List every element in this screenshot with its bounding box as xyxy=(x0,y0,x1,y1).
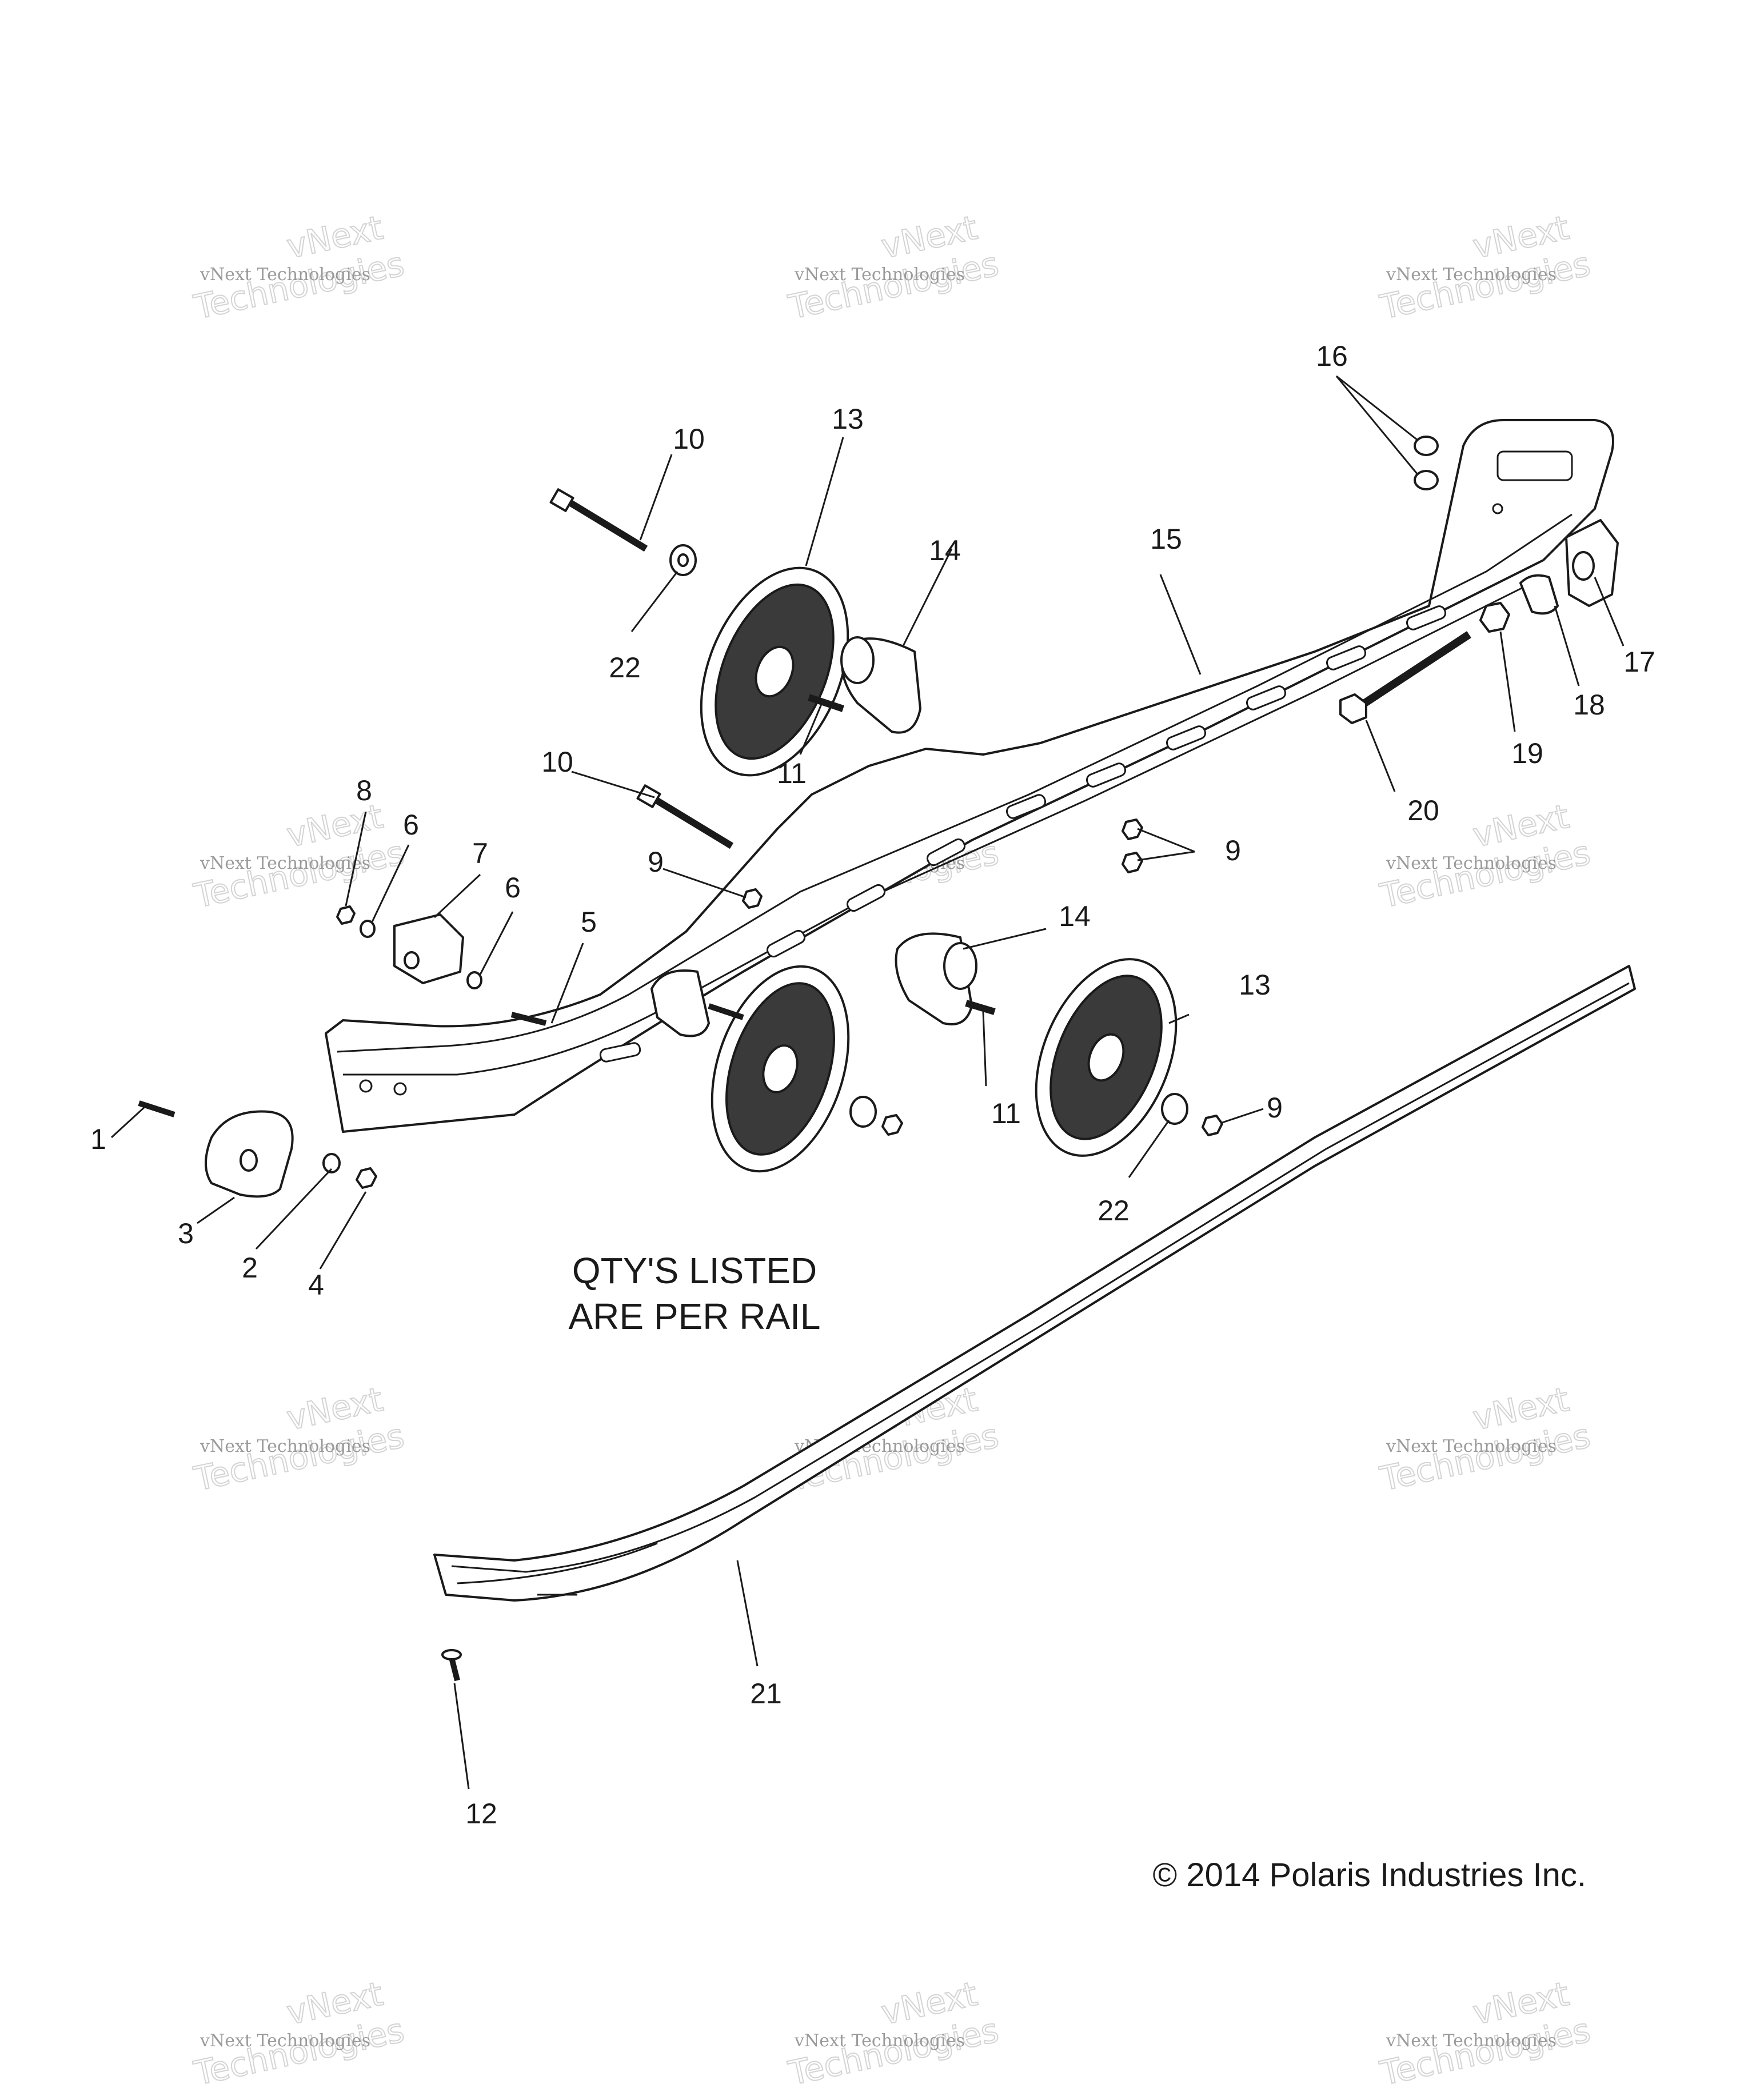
copyright-text: © 2014 Polaris Industries Inc. xyxy=(1153,1857,1586,1894)
callout-9: 9 xyxy=(648,846,664,878)
hardware-parts xyxy=(138,436,1619,1682)
callout-10: 10 xyxy=(541,746,573,778)
callout-22: 22 xyxy=(609,652,641,684)
watermark-text: vNext Technologies xyxy=(1386,1436,1557,1456)
watermark-text: vNext Technologies xyxy=(1386,265,1557,285)
callout-6: 6 xyxy=(403,809,419,841)
callout-13: 13 xyxy=(1239,969,1271,1001)
watermark-text: vNext Technologies xyxy=(199,2031,370,2051)
idler-wheel-lower-left xyxy=(711,965,850,1173)
callout-17: 17 xyxy=(1623,646,1655,678)
callout-7: 7 xyxy=(472,837,488,869)
callout-22: 22 xyxy=(1098,1195,1130,1227)
callout-13: 13 xyxy=(832,403,864,435)
leader-lines xyxy=(110,375,1625,1790)
callout-5: 5 xyxy=(581,906,597,938)
callout-18: 18 xyxy=(1573,689,1605,721)
callout-19: 19 xyxy=(1511,737,1543,769)
callout-9: 9 xyxy=(1225,835,1241,867)
callout-15: 15 xyxy=(1150,523,1182,555)
callout-12: 12 xyxy=(465,1798,497,1830)
qty-note-line-1: QTY'S LISTED xyxy=(572,1250,817,1291)
rail-part-15 xyxy=(325,419,1614,1133)
watermark-text: vNext Technologies xyxy=(794,265,965,285)
idler-wheel-lower-right xyxy=(1035,958,1178,1157)
callout-10: 10 xyxy=(673,423,705,455)
watermark-text: vNext Technologies xyxy=(1386,853,1557,873)
watermark-text: vNext Technologies xyxy=(1386,2031,1557,2051)
watermark-text: vNext Technologies xyxy=(199,265,370,285)
callout-11: 11 xyxy=(777,757,807,789)
idler-wheel-upper xyxy=(700,566,849,777)
callout-14: 14 xyxy=(929,534,961,566)
callout-3: 3 xyxy=(178,1217,194,1249)
callout-8: 8 xyxy=(356,774,372,807)
callout-11: 11 xyxy=(991,1097,1021,1129)
callout-1: 1 xyxy=(90,1123,106,1155)
callout-21: 21 xyxy=(750,1678,782,1710)
watermark-text: vNext Technologies xyxy=(199,1436,370,1456)
callout-9: 9 xyxy=(1267,1092,1283,1124)
qty-note-line-2: ARE PER RAIL xyxy=(568,1296,820,1337)
watermark-text: vNext Technologies xyxy=(199,853,370,873)
callout-14: 14 xyxy=(1059,900,1091,932)
watermark-text: vNext Technologies xyxy=(794,2031,965,2051)
callout-20: 20 xyxy=(1407,795,1439,827)
callout-6: 6 xyxy=(505,872,521,904)
callout-4: 4 xyxy=(308,1269,324,1301)
callout-16: 16 xyxy=(1316,340,1348,372)
callout-2: 2 xyxy=(242,1252,258,1284)
slide-rail-part-21 xyxy=(433,965,1636,1602)
